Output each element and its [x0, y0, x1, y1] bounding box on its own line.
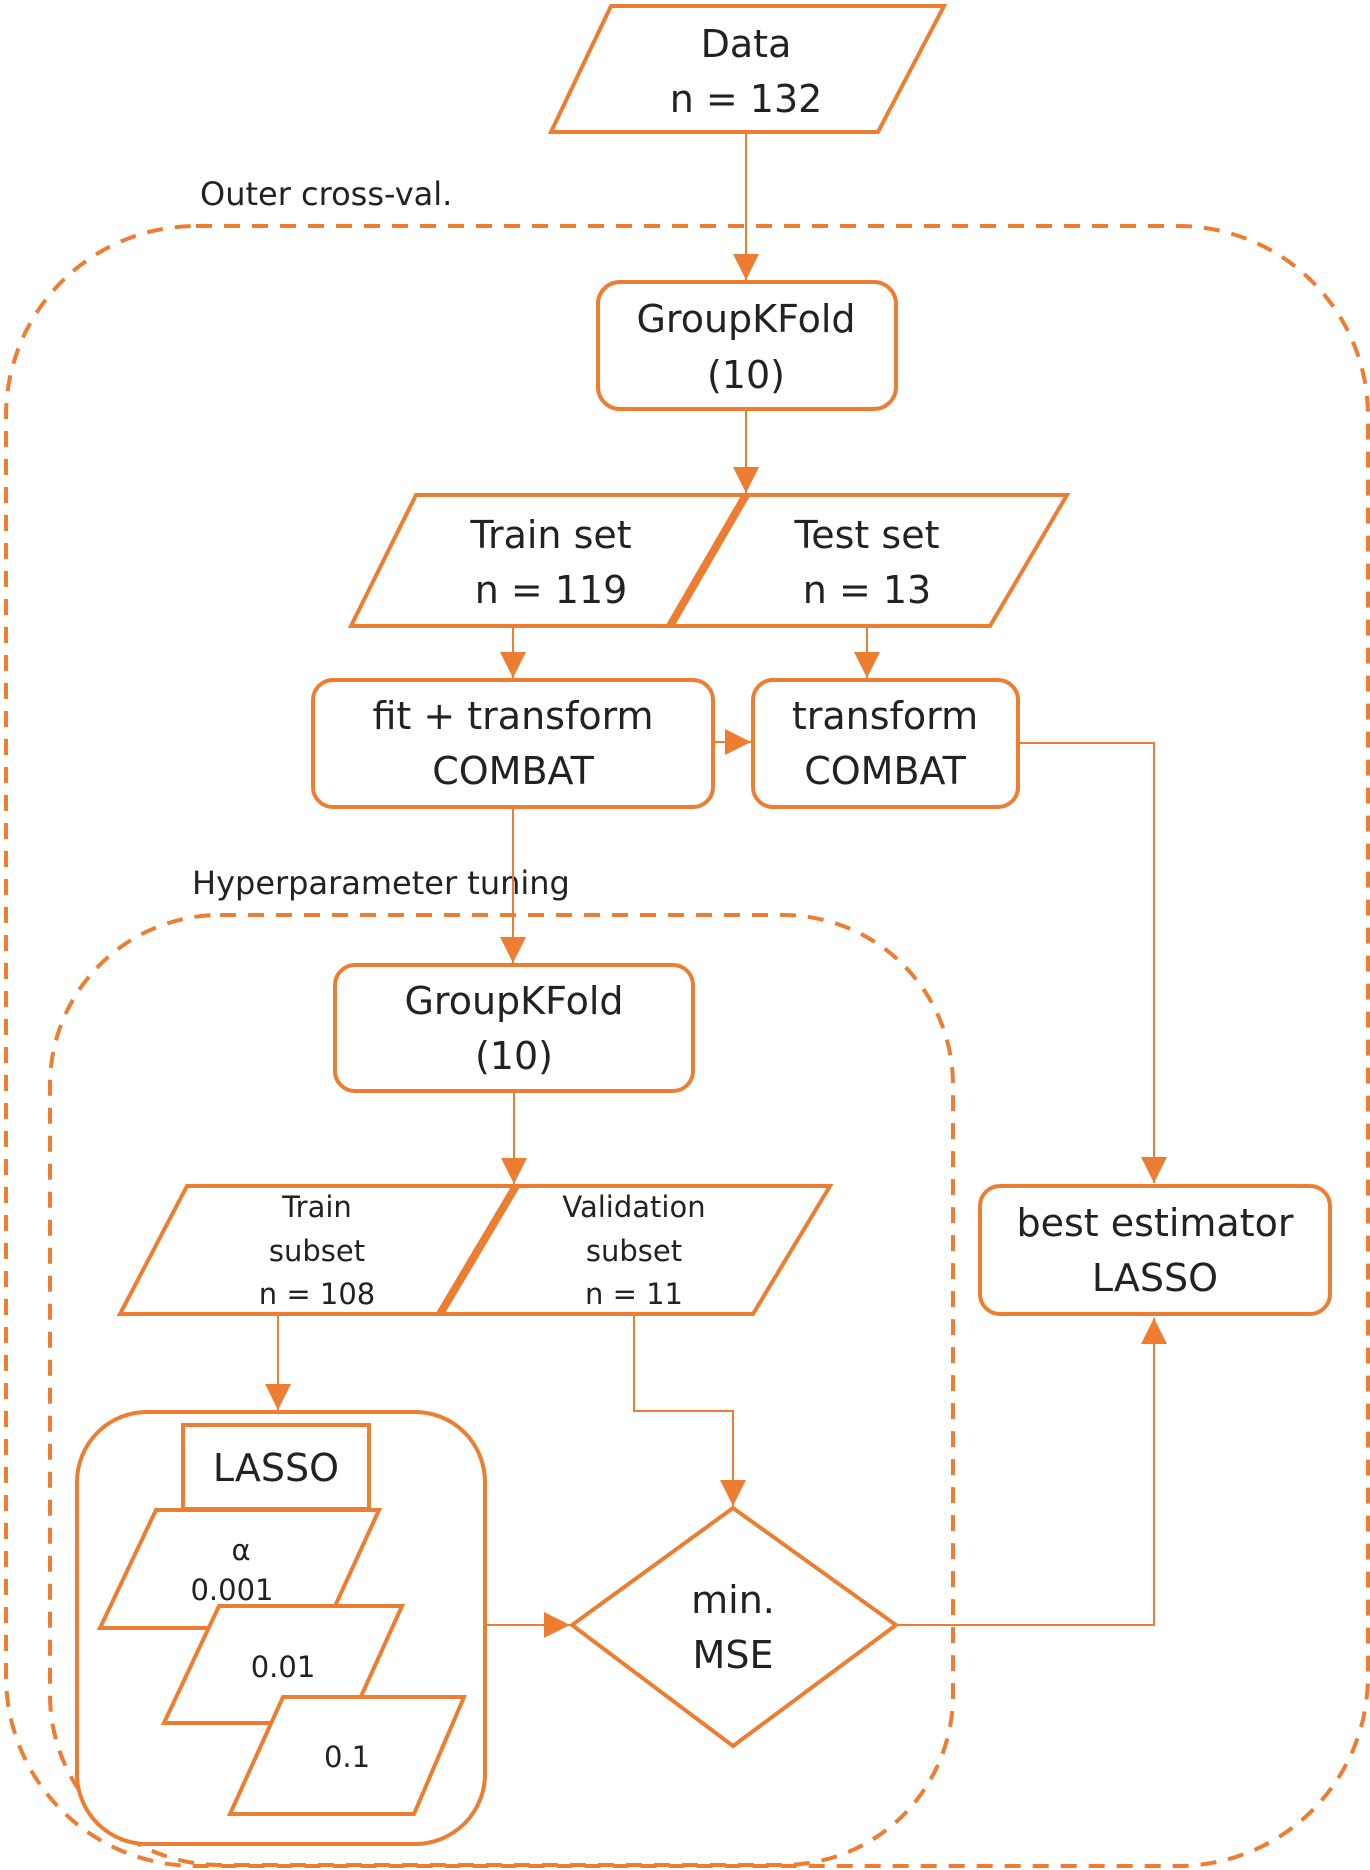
arrow-validation-to-mse [633, 1314, 746, 1506]
data-title: Data [701, 22, 792, 66]
fit-transform-subtitle: COMBAT [432, 749, 594, 793]
arrow-mse-to-best [896, 1318, 1167, 1626]
min-mse-node [568, 1505, 900, 1749]
best-estimator-title: best estimator [1017, 1201, 1294, 1245]
subset-divider [436, 1183, 520, 1317]
train-subset-line2: subset [269, 1234, 365, 1268]
transform-title: transform [792, 694, 978, 738]
alpha-01-node [226, 1695, 468, 1816]
validation-subset-count: n = 11 [585, 1277, 683, 1311]
train-subset-count: n = 108 [259, 1277, 375, 1311]
inner-tuning-label: Hyperparameter tuning [192, 864, 570, 902]
alpha-value-001: 0.01 [251, 1650, 316, 1684]
train-set-count: n = 119 [475, 568, 628, 612]
outer-cv-label: Outer cross-val. [200, 175, 452, 213]
validation-subset-line2: subset [586, 1234, 682, 1268]
groupkfold-outer-folds: (10) [707, 353, 785, 397]
arrow-transform-to-best [1018, 742, 1167, 1183]
fit-transform-title: fit + transform [372, 694, 653, 738]
data-node [547, 4, 948, 134]
groupkfold-outer-title: GroupKFold [636, 297, 855, 341]
split-divider [666, 492, 750, 629]
alpha-value-0001: 0.001 [190, 1573, 273, 1607]
alpha-symbol: α [231, 1533, 250, 1567]
test-set-count: n = 13 [803, 568, 931, 612]
test-set-title: Test set [794, 513, 940, 557]
best-estimator-subtitle: LASSO [1092, 1256, 1218, 1300]
lasso-header [181, 1423, 371, 1511]
validation-subset-line1: Validation [562, 1190, 705, 1224]
data-count: n = 132 [670, 77, 823, 121]
groupkfold-inner-title: GroupKFold [404, 979, 623, 1023]
min-mse-line2: MSE [693, 1633, 774, 1677]
outer-cv-region [4, 224, 1370, 1868]
groupkfold-inner-folds: (10) [475, 1034, 553, 1078]
inner-tuning-region [48, 913, 955, 1867]
alpha-value-01: 0.1 [324, 1740, 370, 1774]
lasso-label: LASSO [213, 1446, 339, 1490]
min-mse-line1: min. [691, 1578, 775, 1622]
best-estimator-node [978, 1184, 1332, 1316]
train-set-title: Train set [469, 513, 631, 557]
train-subset-line1: Train [281, 1190, 352, 1224]
transform-subtitle: COMBAT [804, 749, 966, 793]
